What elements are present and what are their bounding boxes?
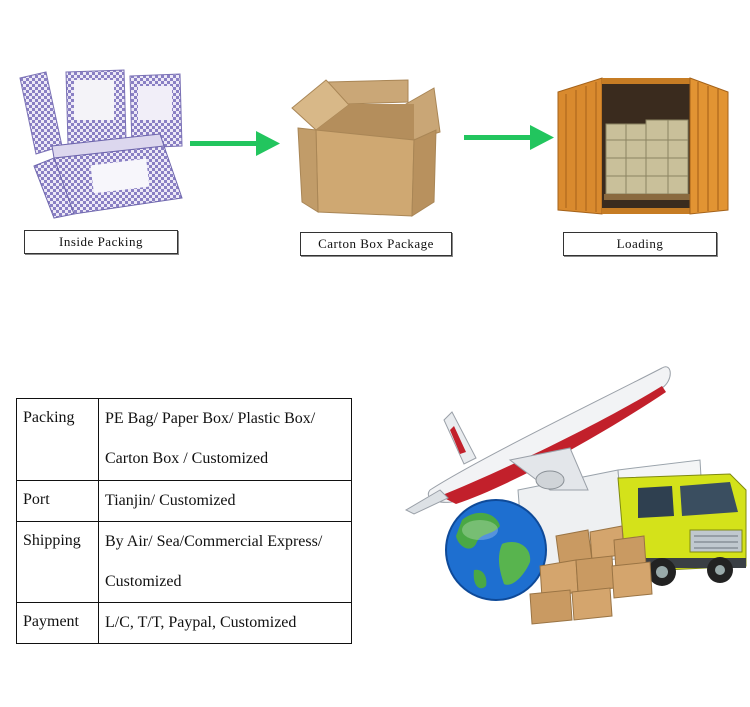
carton-box-image [291,79,441,217]
logistics-illustration [404,366,747,625]
table-row: Packing PE Bag/ Paper Box/ Plastic Box/ … [16,398,352,481]
spec-value-line: Customized [105,573,182,590]
spec-key: Payment [16,602,99,644]
table-row: Port Tianjin/ Customized [16,480,352,522]
globe-image [445,499,547,601]
step-label-carton-box-package: Carton Box Package [300,232,452,256]
packing-boxes-image [19,69,183,219]
arrow-right-icon [464,125,554,150]
spec-key: Port [16,480,99,522]
arrow-right-icon [190,131,280,156]
spec-value-line: L/C, T/T, Paypal, Customized [105,614,297,631]
spec-value-line: Tianjin/ Customized [105,492,236,509]
spec-key: Packing [16,398,99,481]
spec-table: Packing PE Bag/ Paper Box/ Plastic Box/ … [16,398,352,644]
step-label-loading: Loading [563,232,717,256]
step-label-inside-packing: Inside Packing [24,230,178,254]
table-row: Shipping By Air/ Sea/Commercial Express/… [16,521,352,603]
cardboard-boxes-image [529,525,653,625]
spec-key: Shipping [16,521,99,603]
shipping-container-image [557,77,729,215]
spec-value-line: Carton Box / Customized [105,450,269,467]
table-row: Payment L/C, T/T, Paypal, Customized [16,602,352,644]
spec-value-line: PE Bag/ Paper Box/ Plastic Box/ [105,410,316,427]
airplane-image [404,366,671,515]
spec-value-line: By Air/ Sea/Commercial Express/ [105,533,323,550]
